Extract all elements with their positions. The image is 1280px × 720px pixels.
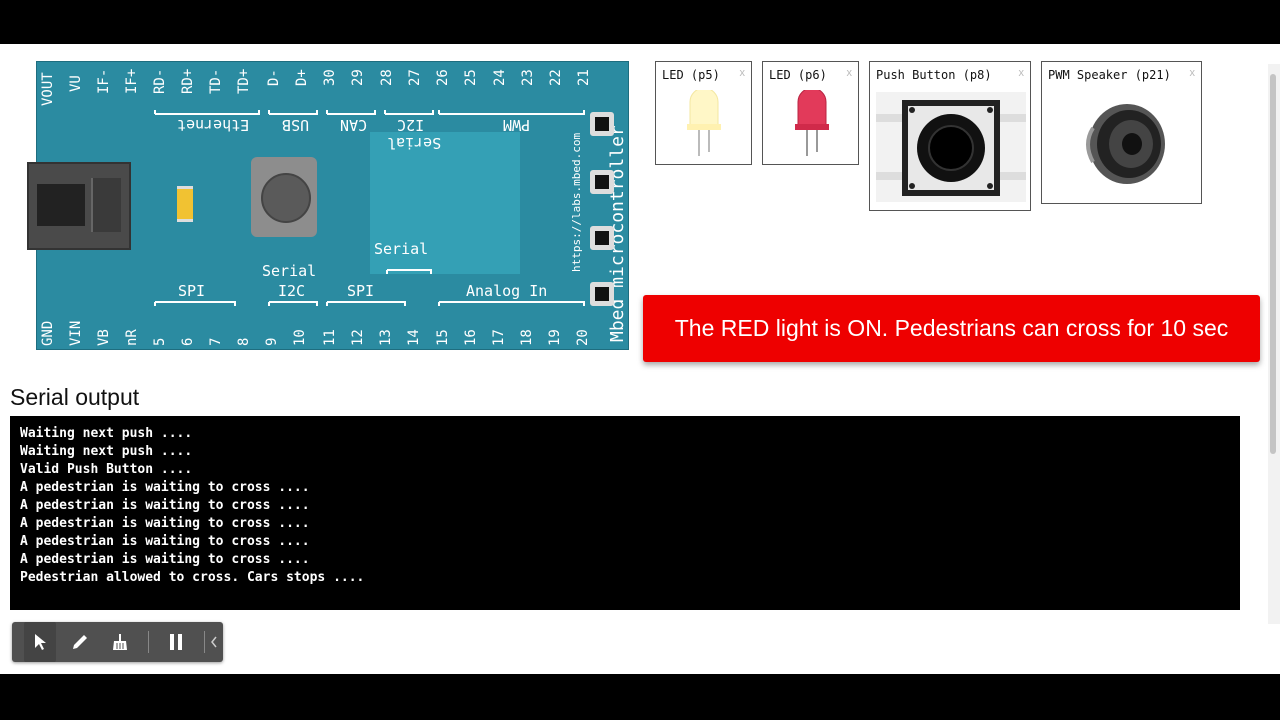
group-label-spi: SPI bbox=[178, 282, 206, 300]
drawing-toolbar bbox=[12, 622, 223, 662]
group-label-ethernet: Ethernet bbox=[177, 116, 250, 134]
mbed-board: VOUT VU IF- IF+ RD- RD+ TD- TD+ D- D+ 30… bbox=[27, 61, 629, 350]
page-scrollbar[interactable] bbox=[1268, 64, 1280, 624]
toolbar-divider bbox=[148, 631, 149, 653]
group-label-serial: Serial bbox=[262, 262, 317, 280]
close-icon[interactable]: x bbox=[739, 67, 746, 79]
serial-output-console[interactable]: Waiting next push .... Waiting next push… bbox=[10, 416, 1240, 610]
onboard-led bbox=[177, 186, 193, 222]
push-button-icon[interactable] bbox=[876, 92, 1026, 202]
side-pad bbox=[590, 170, 614, 194]
log-line: A pedestrian is waiting to cross .... bbox=[20, 498, 310, 513]
pin-group-brackets bbox=[154, 110, 585, 306]
log-line: Waiting next push .... bbox=[20, 444, 193, 459]
card-title: LED (p5) bbox=[662, 68, 720, 82]
group-label-can: CAN bbox=[340, 116, 368, 134]
log-line: A pedestrian is waiting to cross .... bbox=[20, 516, 310, 531]
log-line: Waiting next push .... bbox=[20, 426, 193, 441]
card-title: Push Button (p8) bbox=[876, 68, 992, 82]
group-label-pwm: PWM bbox=[503, 116, 531, 134]
pencil-icon[interactable] bbox=[64, 622, 96, 662]
simulator-screen: VOUT VU IF- IF+ RD- RD+ TD- TD+ D- D+ 30… bbox=[0, 44, 1280, 674]
close-icon[interactable]: x bbox=[1018, 67, 1025, 79]
card-title: PWM Speaker (p21) bbox=[1048, 68, 1171, 82]
red-led-icon bbox=[795, 90, 829, 156]
group-label-analog-in: Analog In bbox=[466, 282, 548, 300]
serial-output-heading: Serial output bbox=[10, 384, 140, 410]
status-banner: The RED light is ON. Pedestrians can cro… bbox=[643, 295, 1260, 362]
speaker-icon bbox=[1086, 104, 1165, 184]
push-button-p8-card[interactable]: Push Button (p8) x bbox=[869, 61, 1031, 211]
led-p6-card[interactable]: LED (p6) x bbox=[762, 61, 859, 165]
card-title: LED (p6) bbox=[769, 68, 827, 82]
pwm-speaker-p21-card[interactable]: PWM Speaker (p21) x bbox=[1041, 61, 1202, 204]
group-label-i2c: I2C bbox=[278, 282, 306, 300]
side-pad bbox=[590, 282, 614, 306]
toolbar-divider bbox=[204, 631, 205, 653]
pause-icon[interactable] bbox=[160, 622, 192, 662]
group-label-spi: SPI bbox=[347, 282, 375, 300]
log-line: Pedestrian allowed to cross. Cars stops … bbox=[20, 570, 365, 585]
group-label-usb: USB bbox=[282, 116, 310, 134]
log-line: Valid Push Button .... bbox=[20, 462, 193, 477]
group-label-i2c: I2C bbox=[397, 116, 425, 134]
log-line: A pedestrian is waiting to cross .... bbox=[20, 480, 310, 495]
close-icon[interactable]: x bbox=[1189, 67, 1196, 79]
scrollbar-thumb[interactable] bbox=[1270, 74, 1276, 454]
group-label-serial-top: Serial bbox=[387, 134, 442, 152]
close-icon[interactable]: x bbox=[846, 67, 853, 79]
chip-area bbox=[370, 132, 520, 274]
pointer-icon[interactable] bbox=[24, 622, 56, 662]
board-url: https://labs.mbed.com bbox=[570, 132, 583, 272]
yellow-led-icon bbox=[687, 90, 721, 156]
collapse-chevron-icon[interactable] bbox=[206, 622, 222, 662]
group-label-serial: Serial bbox=[374, 240, 429, 258]
side-pad bbox=[590, 226, 614, 250]
side-pad bbox=[590, 112, 614, 136]
broom-icon[interactable] bbox=[104, 622, 136, 662]
log-line: A pedestrian is waiting to cross .... bbox=[20, 552, 310, 567]
log-line: A pedestrian is waiting to cross .... bbox=[20, 534, 310, 549]
onboard-reset-button[interactable] bbox=[251, 157, 317, 237]
led-p5-card[interactable]: LED (p5) x bbox=[655, 61, 752, 165]
usb-connector bbox=[27, 162, 131, 250]
